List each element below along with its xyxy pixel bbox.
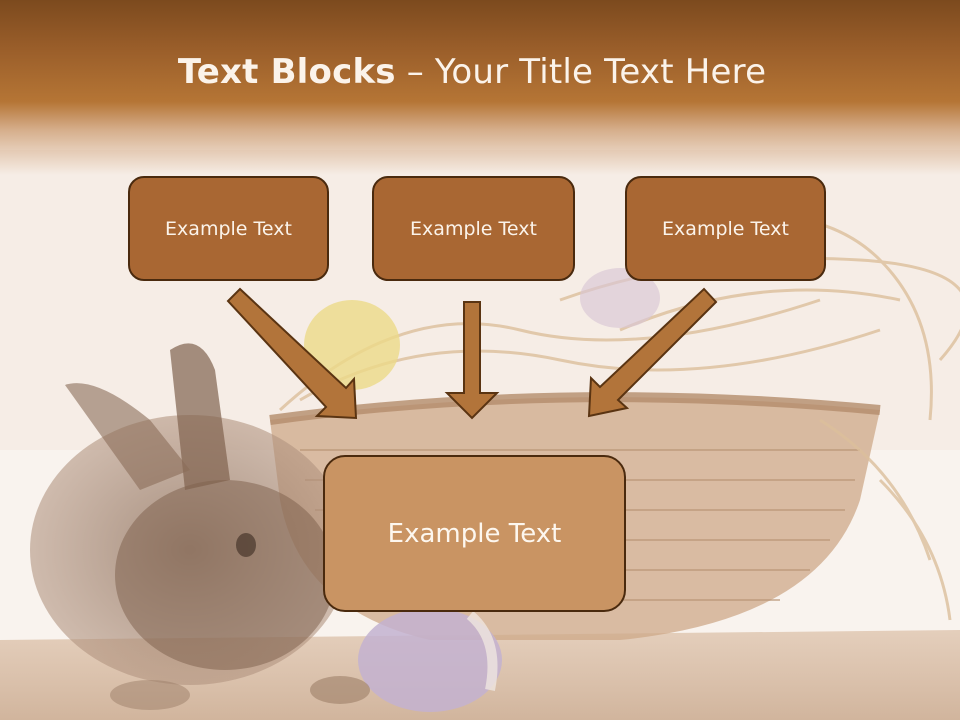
bunny-image [30,343,370,710]
arrow-down-icon [444,301,500,420]
main-text-block-label: Example Text [387,518,562,549]
title-rest-part: – Your Title Text Here [395,52,767,92]
purple-egg-image [580,268,660,328]
text-block-3[interactable]: Example Text [625,176,826,281]
title-band [0,0,960,175]
lilac-egg-image [358,608,502,712]
arrow-right-icon [587,287,718,418]
arrow-left-icon [226,287,358,420]
text-block-3-label: Example Text [662,217,789,240]
text-block-1-label: Example Text [165,217,292,240]
main-text-block[interactable]: Example Text [323,455,626,612]
slide-title: Text Blocks – Your Title Text Here [0,52,944,92]
text-block-1[interactable]: Example Text [128,176,329,281]
text-block-2[interactable]: Example Text [372,176,575,281]
title-bold-part: Text Blocks [177,52,396,92]
text-block-2-label: Example Text [410,217,537,240]
yellow-egg-image [304,300,400,390]
